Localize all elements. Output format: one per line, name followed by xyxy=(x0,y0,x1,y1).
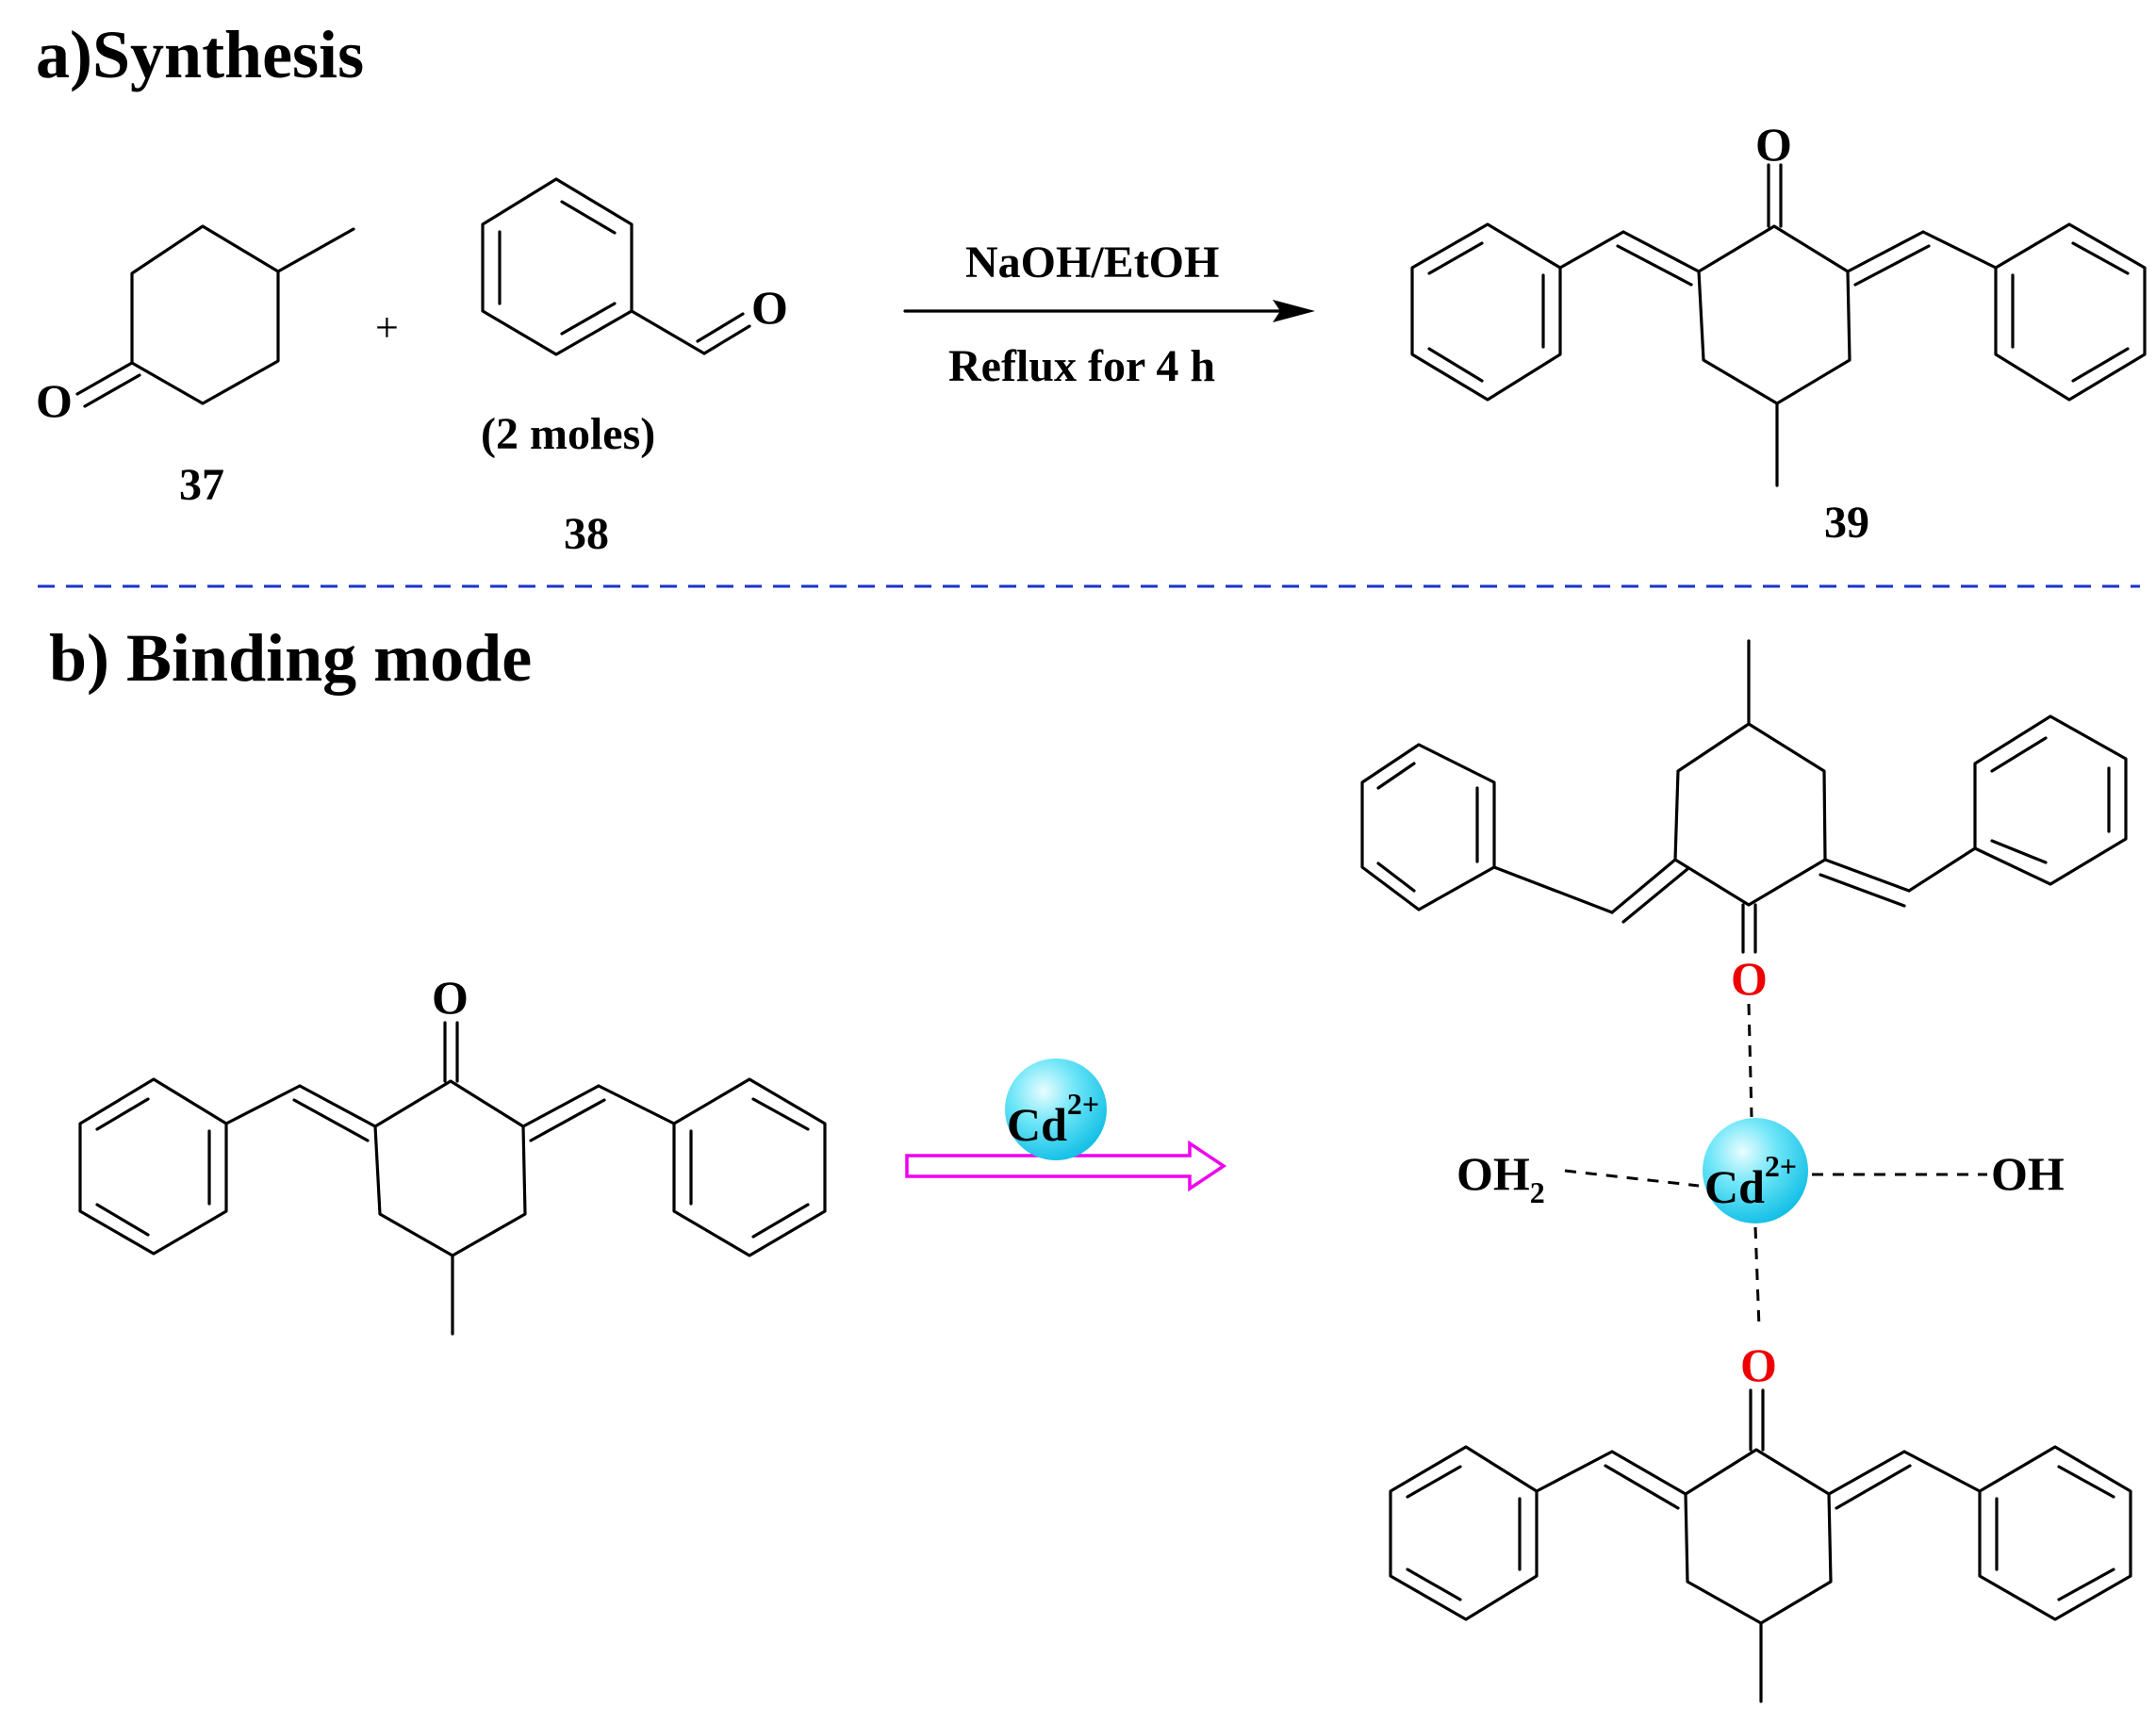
cd-ion-on-arrow: Cd2+ xyxy=(1005,1059,1107,1160)
svg-text:OH2: OH2 xyxy=(1457,1147,1545,1209)
cd-ion-sphere xyxy=(1005,1059,1107,1160)
aqua-ligand-subscript: 2 xyxy=(1530,1175,1545,1209)
coord-bond-top xyxy=(1747,1003,1753,1118)
complex-cd-sphere xyxy=(1703,1118,1808,1223)
complex-bottom-ligand-structure xyxy=(1389,1388,2132,1703)
section-a-heading: a)Synthesis xyxy=(36,17,364,92)
free-ligand-structure: O xyxy=(78,971,827,1336)
compound-37-oxygen: O xyxy=(36,374,73,427)
section-b-heading: b) Binding mode xyxy=(49,620,532,696)
hydroxide-ligand-label: OH xyxy=(1991,1147,2065,1200)
complexation-arrow xyxy=(905,1140,1227,1192)
free-ligand-oxygen: O xyxy=(432,971,469,1024)
compound-37-label: 37 xyxy=(179,460,224,510)
complex-cd-charge: 2+ xyxy=(1765,1149,1797,1183)
compound-38-note: (2 moles) xyxy=(481,409,655,459)
compound-39-label: 39 xyxy=(1824,498,1869,548)
cd-ion-symbol: Cd xyxy=(1007,1098,1067,1151)
reaction-arrow xyxy=(903,300,1315,322)
compound-39-structure: O xyxy=(1410,118,2147,487)
compound-38-structure: O xyxy=(481,177,788,356)
svg-text:Cd2+: Cd2+ xyxy=(1007,1087,1099,1151)
cd-ion-charge: 2+ xyxy=(1067,1087,1099,1121)
coord-bond-bottom xyxy=(1753,1226,1761,1328)
complex-cd-symbol: Cd xyxy=(1704,1160,1765,1213)
complex-cd-ion: Cd2+ xyxy=(1703,1118,1808,1223)
complex-bottom-oxygen: O xyxy=(1740,1338,1777,1391)
complex-top-oxygen: O xyxy=(1731,952,1768,1005)
plus-sign: + xyxy=(375,304,399,351)
compound-38-oxygen: O xyxy=(751,281,788,334)
aqua-ligand-label: OH xyxy=(1457,1147,1530,1200)
compound-39-oxygen: O xyxy=(1755,118,1792,171)
coord-bond-left xyxy=(1564,1169,1700,1188)
reaction-conditions: Reflux for 4 h xyxy=(948,341,1215,391)
compound-37-structure: O xyxy=(36,224,355,427)
compound-38-label: 38 xyxy=(564,509,609,559)
reaction-reagents: NaOH/EtOH xyxy=(965,238,1219,287)
svg-text:Cd2+: Cd2+ xyxy=(1704,1149,1797,1213)
complex-top-ligand-structure xyxy=(1360,639,2128,954)
